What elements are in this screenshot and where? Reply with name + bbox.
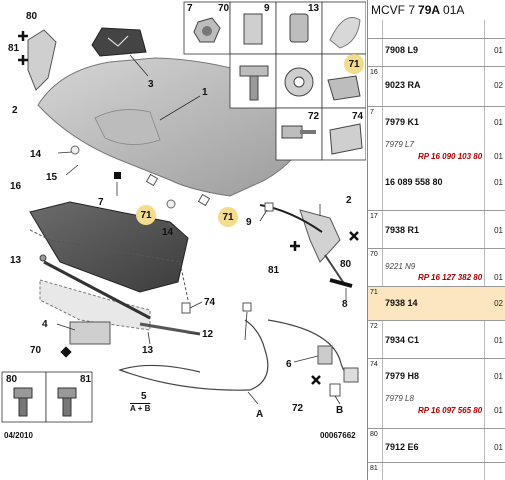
grid-label-70: 70 [218,3,230,14]
grid-label-72: 72 [308,111,320,122]
callout-74: 74 [204,297,216,308]
callout-80-detail: 80 [6,374,18,385]
parts-row[interactable]: 74 7979 H8 01 7979 L8 RP 16 097 565 80 0… [368,358,505,428]
grid-label-71: 71 [344,54,364,74]
exploded-parts-diagram: 7 70 9 13 71 72 74 80 81 2 3 1 14 15 7 7… [1,1,366,440]
callout-81-detail: 81 [80,374,92,385]
callout-2-left: 2 [12,105,18,116]
release-cable [118,319,269,391]
callout-80-top: 80 [26,11,38,22]
parts-row[interactable]: 81 [368,462,505,480]
callout-14-center: 14 [162,227,174,238]
parts-header: MCVF 7 79A 01A [368,0,505,20]
callout-13-top: 13 [10,255,22,266]
callout-16: 16 [10,181,22,192]
parts-row[interactable]: 70 9221 N9 RP 16 127 382 80 01 [368,248,505,286]
parts-row[interactable]: 16 9023 RA 02 [368,66,505,106]
callout-A: A [256,409,264,420]
callout-71-right: 71 [218,207,238,227]
callout-15: 15 [46,172,58,183]
callout-12: 12 [202,329,214,340]
hinge-upper-left [27,29,57,91]
callout-71-left: 71 [136,205,156,225]
callout-3: 3 [148,79,154,90]
header-bold: 79A [418,3,441,17]
grid-label-9: 9 [264,3,270,14]
grid-label-7: 7 [187,3,193,14]
callout-80-right: 80 [340,259,352,270]
parts-row[interactable]: 72 7934 C1 01 [368,320,505,358]
parts-row[interactable]: 80 7912 E6 01 [368,428,505,462]
callout-1: 1 [202,87,208,98]
parts-row[interactable]: 7908 L9 01 [368,38,505,66]
footer-date: 04/2010 [4,431,33,440]
parts-list-panel: MCVF 7 79A 01A 7908 L9 01 16 9023 RA 02 … [367,0,505,480]
parts-row-highlighted[interactable]: 71 7938 14 02 [368,286,505,320]
callout-70: 70 [30,345,42,356]
callout-8: 8 [342,299,348,310]
callout-81-top: 81 [8,43,20,54]
header-suffix: 01A [443,3,465,17]
callout-81-right: 81 [268,265,280,276]
emblem-shape [91,27,147,57]
footer-id: 00067662 [320,431,356,440]
callout-4: 4 [42,319,48,330]
callout-14-left: 14 [30,149,42,160]
callout-13-bottom: 13 [142,345,154,356]
trim-panel-shape [29,201,189,293]
parts-row[interactable]: 7 7979 K1 01 7979 L7 RP 16 090 103 80 01… [368,106,505,210]
diagram-drawing [1,1,366,423]
callout-7: 7 [98,197,104,208]
callout-6: 6 [286,359,292,370]
callout-72: 72 [292,403,304,414]
callout-5-sub: A + B [130,404,151,413]
callout-9: 9 [246,217,252,228]
callout-B: B [336,405,344,416]
grid-label-74: 74 [352,111,364,122]
grid-label-13: 13 [308,3,320,14]
lid-recess [94,109,161,145]
right-hinge [299,209,341,263]
callout-5: 5 [141,391,147,402]
callout-2-right: 2 [346,195,352,206]
header-prefix: MCVF 7 [371,3,416,17]
parts-row[interactable]: 17 7938 R1 01 [368,210,505,248]
